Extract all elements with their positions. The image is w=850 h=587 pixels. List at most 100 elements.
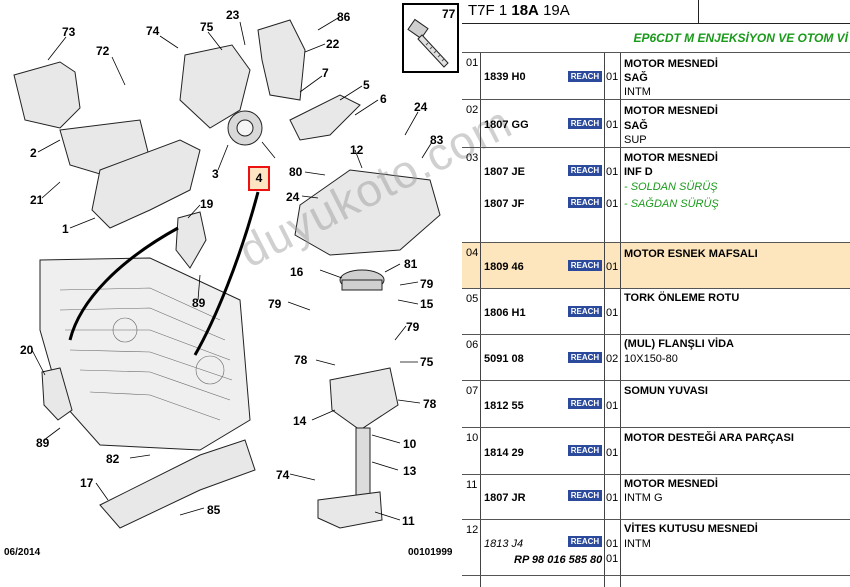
quantity: 01 (606, 553, 619, 565)
callout[interactable]: 22 (326, 37, 340, 51)
callout[interactable]: 17 (80, 476, 94, 490)
callout[interactable]: 6 (380, 92, 387, 106)
callout[interactable]: 15 (420, 297, 434, 311)
callout[interactable]: 24 (286, 190, 300, 204)
variant-note: - SOLDAN SÜRÜŞ (624, 181, 718, 193)
highlighted-callout[interactable]: 4 (248, 166, 270, 191)
callout[interactable]: 79 (406, 320, 420, 334)
replacement-part-number[interactable]: RP 98 016 585 80 (514, 554, 603, 566)
callout[interactable]: 20 (20, 343, 34, 357)
callout[interactable]: 3 (212, 167, 219, 181)
reach-badge: REACH (568, 352, 602, 363)
callout[interactable]: 79 (268, 297, 282, 311)
part-number[interactable]: 1809 46 (484, 261, 524, 273)
diagram-date: 06/2014 (4, 547, 41, 558)
reach-badge: REACH (568, 197, 602, 208)
diagram-drawing (13, 17, 441, 529)
reach-badge: REACH (568, 260, 602, 271)
callout[interactable]: 74 (146, 24, 160, 38)
part-description: MOTOR MESNEDİ (624, 58, 718, 70)
reach-badge: REACH (568, 118, 602, 129)
part-number[interactable]: 5091 08 (484, 353, 524, 365)
callout[interactable]: 75 (420, 355, 434, 369)
part-number[interactable]: 1814 29 (484, 447, 524, 459)
part-number[interactable]: 1839 H0 (484, 71, 526, 83)
callout[interactable]: 83 (430, 133, 444, 147)
callout[interactable]: 86 (337, 10, 351, 24)
quantity: 01 (606, 400, 619, 412)
quantity: 01 (606, 198, 619, 210)
header-suffix: 19A (543, 2, 570, 19)
part-row[interactable]: 12 1813 J4 REACH 01 VİTES KUTUSU MESNEDİ… (462, 519, 850, 575)
quantity: 02 (606, 353, 619, 365)
quantity: 01 (606, 538, 619, 550)
callout[interactable]: 73 (62, 25, 76, 39)
callout[interactable]: 89 (36, 436, 50, 450)
part-number[interactable]: 1807 JR (484, 492, 526, 504)
part-description: MOTOR DESTEĞİ ARA PARÇASI (624, 432, 794, 444)
reach-badge: REACH (568, 536, 602, 547)
callout[interactable]: 79 (420, 277, 434, 291)
diagram-code: 00101999 (408, 547, 453, 558)
quantity: 01 (606, 71, 619, 83)
reach-badge: REACH (568, 165, 602, 176)
part-number[interactable]: 1806 H1 (484, 307, 526, 319)
quantity: 01 (606, 307, 619, 319)
bolt-thumbnail: 77 (402, 3, 459, 73)
callout[interactable]: 11 (402, 514, 415, 528)
callout[interactable]: 89 (192, 296, 206, 310)
callout[interactable]: 21 (30, 193, 44, 207)
part-row-selected[interactable]: 04 1809 46 REACH 01 MOTOR ESNEK MAFSALI (462, 242, 850, 288)
reach-badge: REACH (568, 398, 602, 409)
callout[interactable]: 72 (96, 44, 110, 58)
part-row-partial (462, 575, 850, 587)
callout[interactable]: 10 (403, 437, 417, 451)
callout[interactable]: 12 (350, 143, 364, 157)
quantity: 01 (606, 119, 619, 131)
callout[interactable]: 14 (293, 414, 307, 428)
part-description: MOTOR MESNEDİ (624, 105, 718, 117)
part-row[interactable]: 10 1814 29 REACH 01 MOTOR DESTEĞİ ARA PA… (462, 427, 850, 474)
callout[interactable]: 75 (200, 20, 214, 34)
part-description: MOTOR ESNEK MAFSALI (624, 248, 758, 260)
part-description: MOTOR MESNEDİ (624, 478, 718, 490)
quantity: 01 (606, 261, 619, 273)
callout[interactable]: 1 (62, 222, 69, 236)
callout[interactable]: 78 (294, 353, 308, 367)
callout[interactable]: 74 (276, 468, 290, 482)
reach-badge: REACH (568, 71, 602, 82)
part-row[interactable]: 02 1807 GG REACH 01 MOTOR MESNEDİ SAĞ SU… (462, 99, 850, 147)
callout[interactable]: 5 (363, 78, 370, 92)
callout[interactable]: 85 (207, 503, 221, 517)
bolt-icon (407, 18, 449, 68)
callout[interactable]: 24 (414, 100, 428, 114)
engine-subtitle: EP6CDT M ENJEKSİYON VE OTOM Vİ (633, 31, 849, 45)
part-description: VİTES KUTUSU MESNEDİ (624, 523, 758, 535)
callout[interactable]: 80 (289, 165, 303, 179)
part-row[interactable]: 11 1807 JR REACH 01 MOTOR MESNEDİ INTM G (462, 474, 850, 519)
callout[interactable]: 19 (200, 197, 214, 211)
part-number[interactable]: 1807 JE (484, 166, 525, 178)
part-number[interactable]: 1807 JF (484, 198, 525, 210)
part-row[interactable]: 03 1807 JE REACH 01 MOTOR MESNEDİ INF D … (462, 147, 850, 242)
callout[interactable]: 16 (290, 265, 304, 279)
header-prefix: T7F 1 (468, 2, 508, 19)
callout[interactable]: 13 (403, 464, 417, 478)
part-number[interactable]: 1813 J4 (484, 538, 524, 550)
part-description: TORK ÖNLEME ROTU (624, 292, 740, 304)
callout[interactable]: 78 (423, 397, 437, 411)
part-number[interactable]: 1807 GG (484, 119, 529, 131)
callout[interactable]: 2 (30, 146, 37, 160)
part-number[interactable]: 1812 55 (484, 400, 524, 412)
callout[interactable]: 7 (322, 66, 329, 80)
part-row[interactable]: 01 1839 H0 REACH 01 MOTOR MESNEDİ SAĞ IN… (462, 52, 850, 99)
part-row[interactable]: 05 1806 H1 REACH 01 TORK ÖNLEME ROTU (462, 288, 850, 334)
part-description: (MUL) FLANŞLI VİDA (624, 338, 734, 350)
callout[interactable]: 81 (404, 257, 418, 271)
variant-note: - SAĞDAN SÜRÜŞ (624, 198, 719, 210)
callout[interactable]: 23 (226, 8, 240, 22)
callout[interactable]: 82 (106, 452, 120, 466)
part-row[interactable]: 07 1812 55 REACH 01 SOMUN YUVASI (462, 380, 850, 427)
header-bold: 18A (511, 2, 539, 19)
part-row[interactable]: 06 5091 08 REACH 02 (MUL) FLANŞLI VİDA 1… (462, 334, 850, 380)
